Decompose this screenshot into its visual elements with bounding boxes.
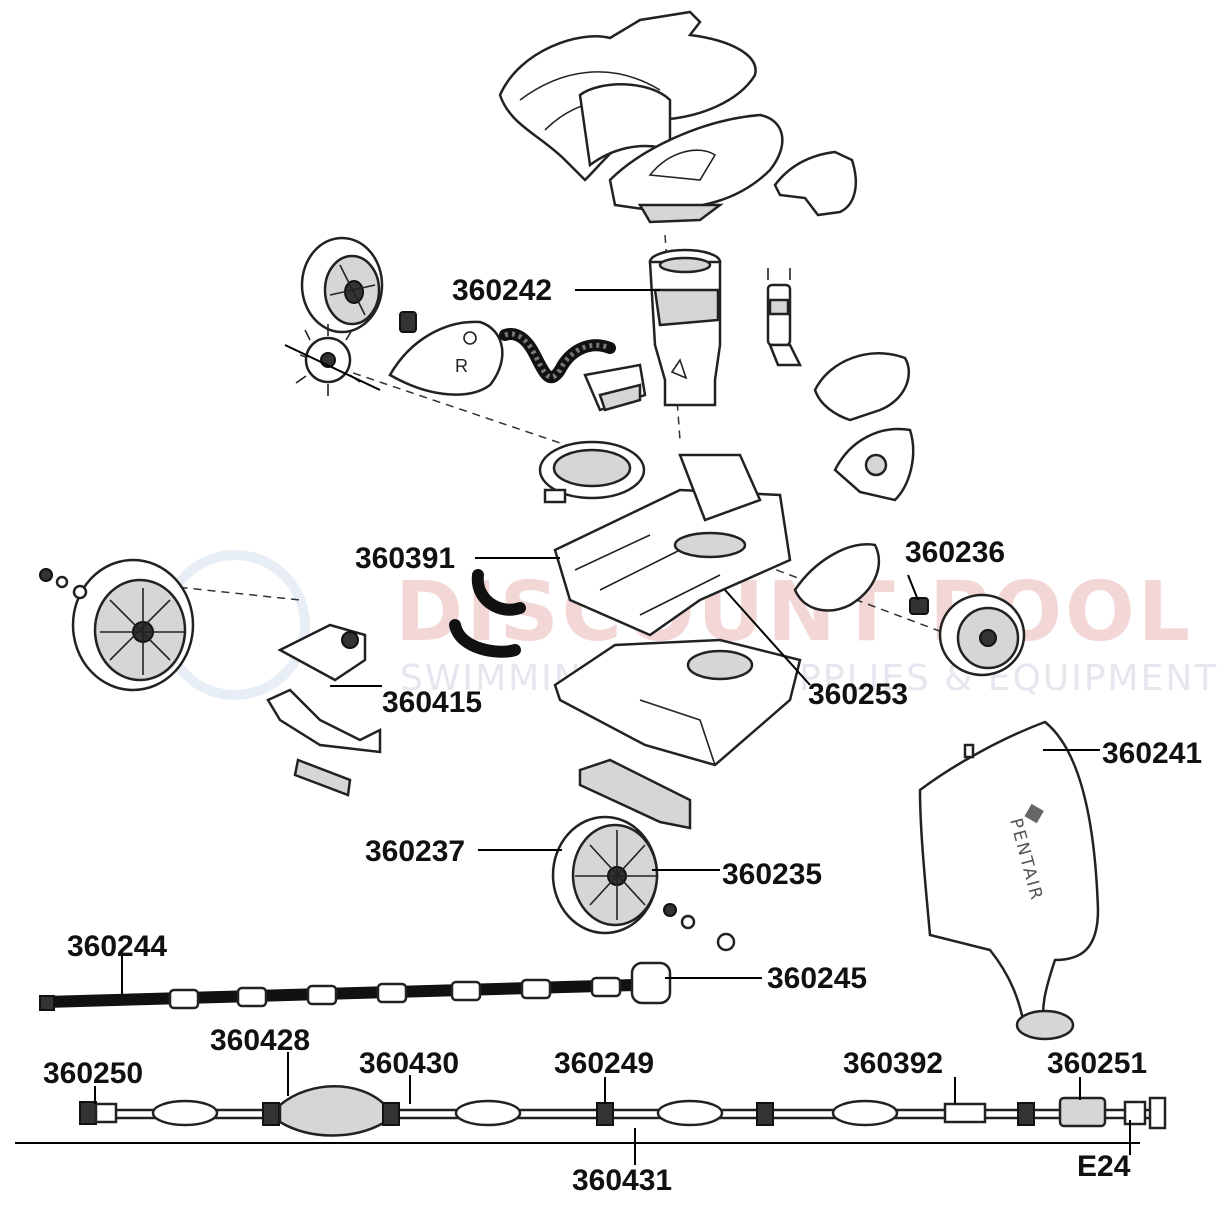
label-360237: 360237 [365,835,465,868]
right-wheel [909,593,1026,677]
base-tray [553,638,802,767]
label-360253: 360253 [808,678,908,711]
label-360251: 360251 [1047,1047,1147,1080]
swivel-ring [538,440,646,504]
feed-hose-assembly [79,1085,1167,1137]
label-360431: 360431 [572,1164,672,1197]
chassis [553,453,792,637]
side-cover-left: R [388,320,504,396]
watermark-tagline: SWIMMING POOL SUPPLIES & EQUIPMENT [400,658,1218,699]
leader-lines [94,289,1131,1165]
bushing [399,311,417,333]
right-side-cover [813,352,915,502]
label-360391: 360391 [355,542,455,575]
top-hood [498,10,757,182]
front-wheel [551,815,736,952]
rear-bumper [773,150,857,217]
hose-coil [499,328,616,384]
label-360430: 360430 [359,1047,459,1080]
nozzle-fitting [766,268,803,367]
label-360245: 360245 [767,962,867,995]
hose-360244 [39,961,672,1011]
label-360392: 360392 [843,1047,943,1080]
top-cover [608,113,784,224]
body-letter: R [455,356,468,376]
drive-gear [284,324,381,396]
left-big-wheel [39,558,195,692]
left-upper-wheel [300,236,384,334]
drive-bracket [266,623,382,797]
right-side-plate [793,542,881,612]
label-360250: 360250 [43,1057,143,1090]
central-column [648,248,722,407]
valve-housing [583,363,647,412]
filter-bag: PENTAIR [918,720,1100,1041]
label-360428: 360428 [210,1024,310,1057]
label-360235: 360235 [722,858,822,891]
label-360249: 360249 [554,1047,654,1080]
small-hoses [449,569,526,658]
label-360236: 360236 [905,536,1005,569]
label-360241: 360241 [1102,737,1202,770]
label-360242: 360242 [452,274,552,307]
label-360244: 360244 [67,930,167,963]
front-skid [578,758,692,830]
label-360415: 360415 [382,686,482,719]
label-e24: E24 [1077,1150,1131,1183]
